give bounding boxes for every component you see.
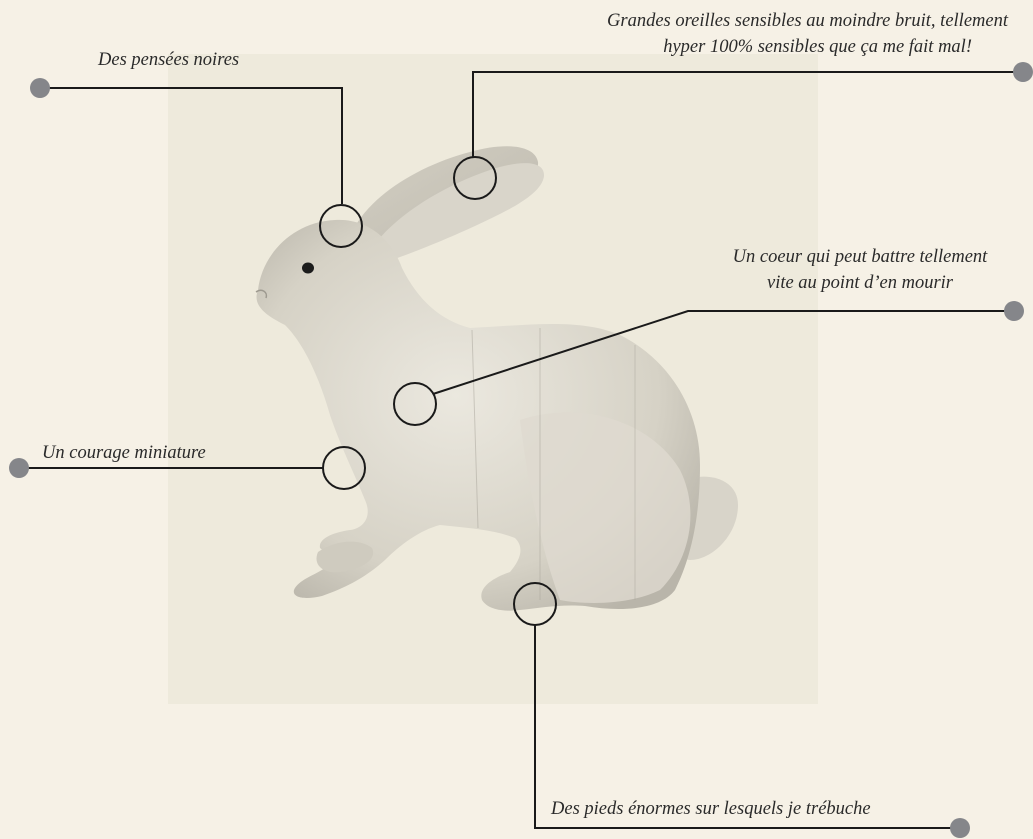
endpoint-dot <box>30 78 50 98</box>
label-courage: Un courage miniature <box>42 440 206 466</box>
callout-dark-thoughts <box>30 78 362 247</box>
label-line: vite au point d’en mourir <box>700 270 1020 296</box>
label-line: Grandes oreilles sensibles au moindre br… <box>607 8 1008 34</box>
leader-line <box>473 72 1023 157</box>
leader-line <box>40 88 342 204</box>
label-feet: Des pieds énormes sur lesquels je trébuc… <box>551 796 871 822</box>
label-line: Un courage miniature <box>42 440 206 466</box>
label-line: Un coeur qui peut battre tellement <box>700 244 1020 270</box>
label-big-ears: Grandes oreilles sensibles au moindre br… <box>607 8 1008 60</box>
label-dark-thoughts: Des pensées noires <box>98 47 239 73</box>
endpoint-dot <box>9 458 29 478</box>
label-heart: Un coeur qui peut battre tellement vite … <box>700 244 1020 296</box>
endpoint-dot <box>1004 301 1024 321</box>
label-line: Des pieds énormes sur lesquels je trébuc… <box>551 796 871 822</box>
rabbit-figurine <box>256 146 738 610</box>
endpoint-dot <box>950 818 970 838</box>
label-line: Des pensées noires <box>98 47 239 73</box>
endpoint-dot <box>1013 62 1033 82</box>
rabbit-eye <box>302 263 314 274</box>
label-line: hyper 100% sensibles que ça me fait mal! <box>607 34 972 60</box>
